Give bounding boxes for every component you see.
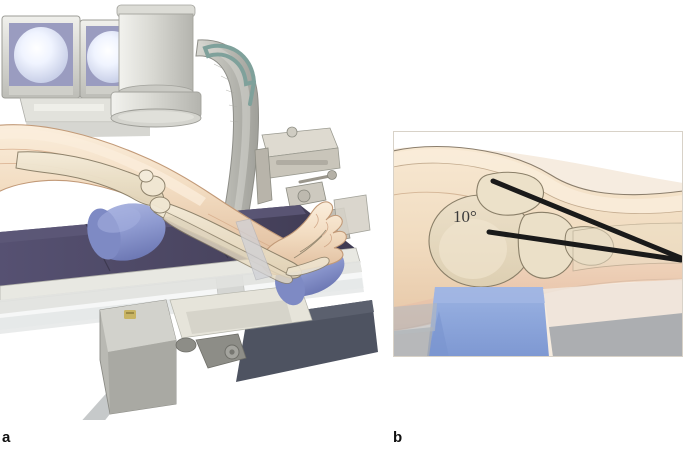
ankle-strap — [235, 218, 273, 281]
leg-bolster — [427, 287, 549, 357]
panel-label-b: b — [393, 429, 403, 446]
guide-wires — [486, 178, 683, 263]
guide-wire-lower — [486, 229, 683, 263]
clamp-lever[interactable] — [298, 170, 337, 184]
panel-b-border — [393, 131, 683, 357]
fluoro-image-left — [14, 27, 68, 83]
fluoroscopy-monitor-left — [1, 15, 81, 99]
guide-wire-upper — [490, 178, 683, 261]
panel-b-illustration: 10° — [393, 131, 683, 357]
table-caster — [175, 333, 247, 369]
knee-bolster — [87, 203, 166, 261]
c-arm-handle[interactable] — [202, 43, 257, 106]
clamp-knob-mid — [297, 189, 311, 203]
foot-bones — [285, 229, 330, 277]
c-arm-image-intensifier — [110, 4, 202, 128]
panel-label-a: a — [2, 429, 11, 446]
table-base — [99, 299, 247, 415]
tibial-plateau — [517, 211, 577, 279]
tibial-plateau — [149, 196, 171, 214]
panel-a-illustration — [0, 4, 378, 420]
base-label-tag — [124, 310, 136, 319]
patella — [138, 169, 154, 183]
patella — [476, 171, 544, 216]
clamp-knob-top — [286, 126, 298, 138]
table-surface — [393, 279, 683, 357]
angle-annotation: 10° — [453, 207, 477, 226]
